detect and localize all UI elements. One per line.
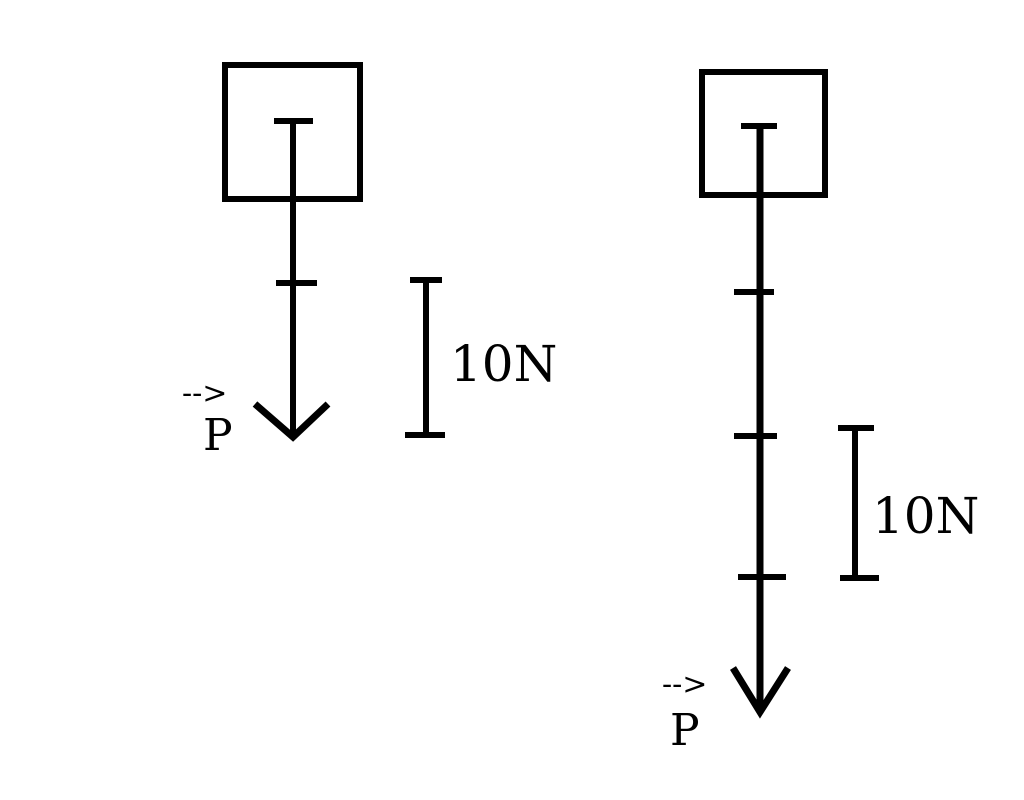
vector-arrow-symbol: -->	[662, 667, 707, 702]
vector-arrow-symbol: -->	[182, 376, 227, 411]
scale-bar	[838, 425, 879, 581]
diagram-right: 10N --> P	[662, 69, 979, 756]
scale-label: 10N	[450, 335, 557, 393]
vector-label: P	[670, 705, 700, 756]
force-vector-arrowhead	[730, 666, 791, 719]
scale-bar	[405, 277, 445, 438]
vector-label: P	[203, 410, 233, 461]
diagram-left: 10N --> P	[182, 62, 557, 461]
force-vector-arrowhead	[252, 401, 331, 442]
scale-label: 10N	[872, 487, 979, 545]
